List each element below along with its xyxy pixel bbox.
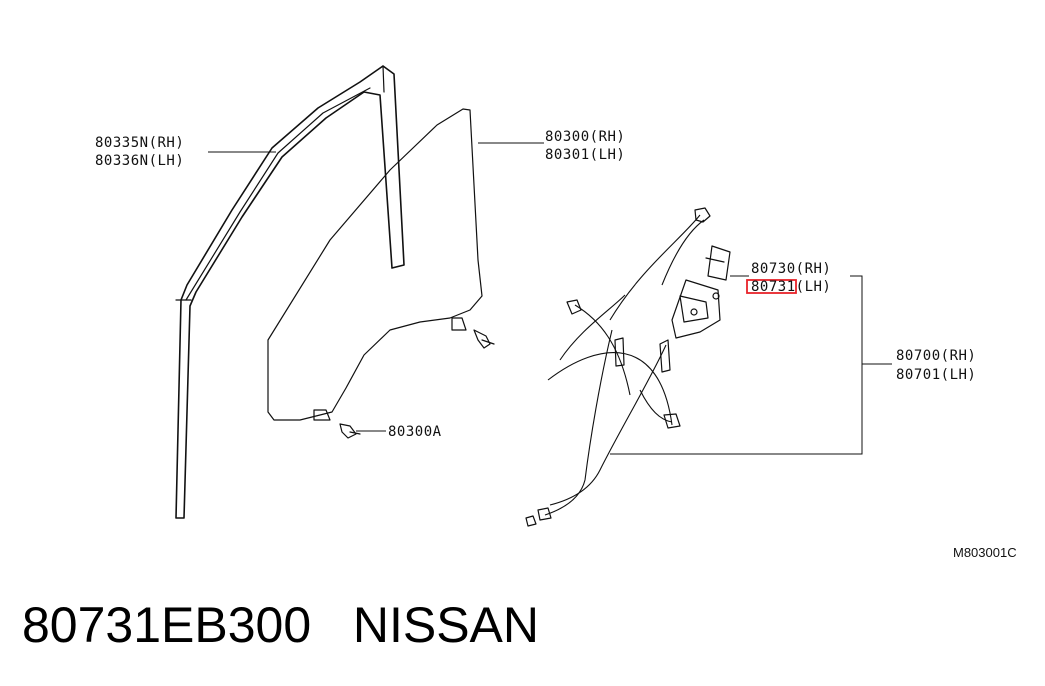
diagram-code: M803001C xyxy=(953,545,1017,560)
callout-motor-lh: 80731(LH) xyxy=(751,279,831,295)
caption-brand: NISSAN xyxy=(352,597,540,653)
leader-lines xyxy=(208,142,892,455)
callout-glass-bolt: 80300A xyxy=(388,424,442,440)
callout-sash-rh: 80335N(RH) xyxy=(95,135,184,151)
door-glass xyxy=(267,108,483,421)
glass-bolt-lower xyxy=(339,423,361,439)
callout-regulator-lh: 80701(LH) xyxy=(896,367,976,383)
callout-sash-lh: 80336N(LH) xyxy=(95,153,184,169)
caption-part-number: 80731EB300 xyxy=(22,597,312,653)
door-sash-channel xyxy=(175,65,405,519)
window-regulator xyxy=(525,207,711,527)
callout-glass-rh: 80300(RH) xyxy=(545,129,625,145)
callout-glass-lh: 80301(LH) xyxy=(545,147,625,163)
window-motor xyxy=(671,245,731,339)
glass-bolt-upper xyxy=(473,329,495,349)
callout-regulator-rh: 80700(RH) xyxy=(896,348,976,364)
highlight-box xyxy=(746,279,797,294)
part-caption: 80731EB300 NISSAN xyxy=(22,596,539,654)
callout-motor-rh: 80730(RH) xyxy=(751,261,831,277)
